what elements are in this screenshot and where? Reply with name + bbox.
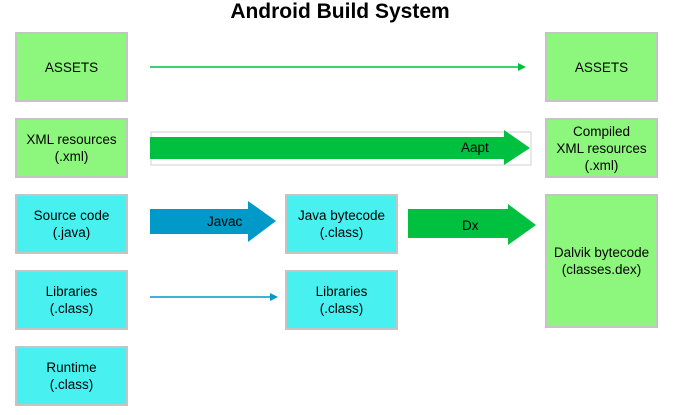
- output-dalvik-bytecode: Dalvik bytecode (classes.dex): [545, 194, 658, 328]
- assets-arrow: [150, 63, 526, 71]
- aapt-arrow: [150, 130, 530, 165]
- input-xml-resources: XML resources (.xml): [15, 118, 128, 178]
- input-runtime: Runtime (.class): [15, 346, 128, 406]
- aapt-label: Aapt: [461, 140, 489, 155]
- dx-arrow: [408, 204, 536, 245]
- diagram-title: Android Build System: [230, 0, 450, 23]
- javac-arrow: [150, 201, 276, 242]
- input-source-code: Source code (.java): [15, 194, 128, 254]
- java-bytecode-box: Java bytecode (.class): [285, 194, 398, 254]
- output-compiled-xml: Compiled XML resources (.xml): [545, 118, 658, 178]
- dx-label: Dx: [462, 218, 479, 233]
- libraries-arrow: [150, 293, 278, 301]
- javac-label: Javac: [207, 214, 243, 229]
- input-libraries: Libraries (.class): [15, 270, 128, 330]
- input-assets: ASSETS: [15, 32, 128, 102]
- output-assets: ASSETS: [545, 32, 658, 102]
- libraries-box: Libraries (.class): [285, 270, 398, 330]
